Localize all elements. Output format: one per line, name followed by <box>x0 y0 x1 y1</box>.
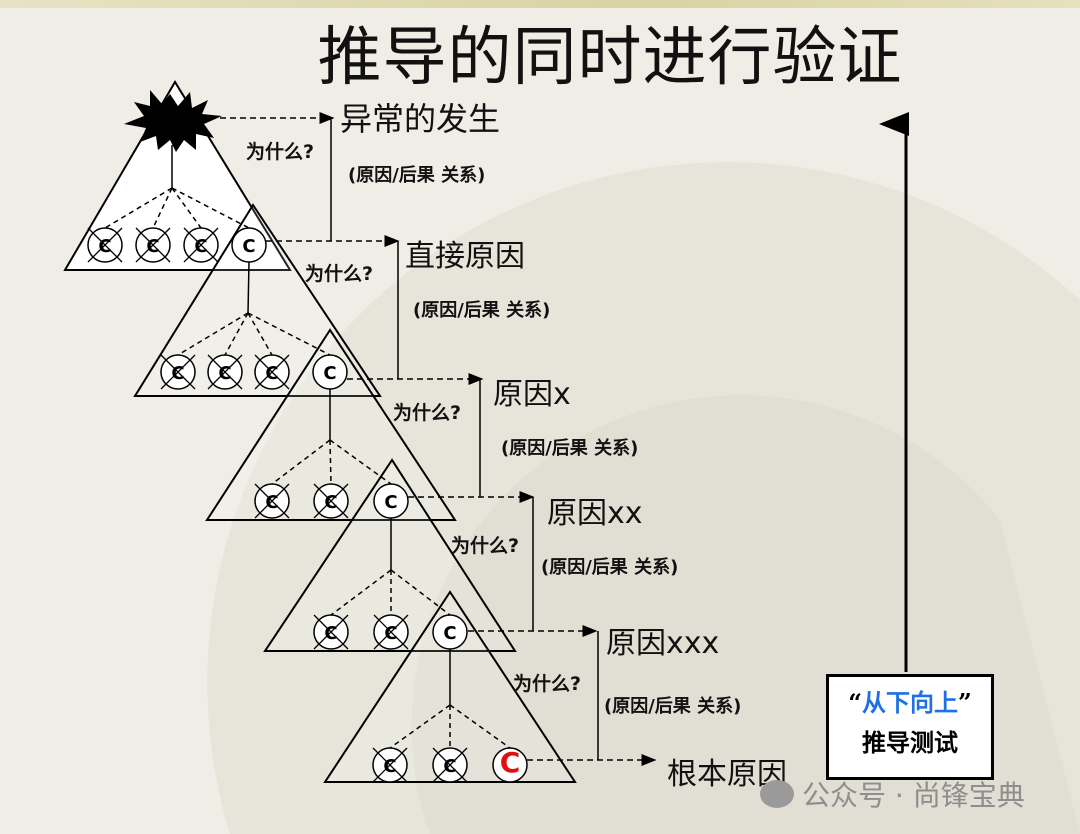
tree-triangle <box>263 458 517 652</box>
level-label: 原因xx <box>547 496 643 531</box>
page-title: 推导的同时进行验证 <box>317 21 903 95</box>
relation-label: (原因/后果 关系) <box>348 164 485 186</box>
node-letter: C <box>98 236 111 257</box>
why-label: 为什么? <box>513 672 581 695</box>
relation-label: (原因/后果 关系) <box>413 299 550 321</box>
branch-line <box>389 704 451 749</box>
node-letter: C <box>384 623 397 644</box>
quote-close: ” <box>958 688 972 717</box>
why-label: 为什么? <box>393 401 461 424</box>
relation-label: (原因/后果 关系) <box>501 437 638 459</box>
quote-open: “ <box>848 688 862 717</box>
rejected-cause-node: C <box>372 747 408 783</box>
wechat-icon <box>760 780 794 808</box>
node-letter: C <box>265 363 278 384</box>
rejected-cause-node: C <box>135 227 171 263</box>
cause-node: C <box>373 483 409 519</box>
why-label: 为什么? <box>246 140 314 163</box>
cause-node: C <box>231 227 267 263</box>
node-letter: C <box>218 363 231 384</box>
rejected-cause-node: C <box>254 354 290 390</box>
cause-node: C <box>312 354 348 390</box>
tree-triangle <box>63 80 292 271</box>
tree-triangle <box>205 328 457 521</box>
rejected-cause-node: C <box>373 614 409 650</box>
branch-line <box>152 187 173 229</box>
relation-label: (原因/后果 关系) <box>541 556 678 578</box>
relation-label: (原因/后果 关系) <box>604 695 741 717</box>
rejected-cause-node: C <box>160 354 196 390</box>
rejected-cause-node: C <box>207 354 243 390</box>
rejected-cause-node: C <box>313 614 349 650</box>
watermark-text: 公众号 · 尚锋宝典 <box>802 779 1025 812</box>
anomaly-starburst-icon <box>124 90 222 152</box>
trunk-line <box>247 261 250 314</box>
top-band <box>0 0 1080 8</box>
box-subtitle: 推导测试 <box>862 728 958 757</box>
branch-line <box>329 439 392 485</box>
branch-line <box>390 569 451 616</box>
rejected-cause-node: C <box>183 227 219 263</box>
branch-line <box>224 312 249 356</box>
node-letter: C <box>443 623 456 644</box>
branch-line <box>247 312 331 356</box>
node-letter: C <box>171 363 184 384</box>
level-label: 异常的发生 <box>340 100 500 138</box>
branch-line <box>449 704 511 749</box>
bottom-up-test-box: “从下向上” 推导测试 <box>826 674 994 780</box>
rejected-cause-node: C <box>254 483 290 519</box>
rejected-cause-node: C <box>313 483 349 519</box>
branch-line <box>330 569 392 616</box>
branch-line <box>177 312 249 356</box>
node-letter: C <box>265 492 278 513</box>
root-cause-node: C <box>492 746 528 783</box>
branch-line <box>104 187 173 229</box>
highlight-text: 从下向上 <box>862 688 958 717</box>
node-letter: C <box>146 236 159 257</box>
level-label: 直接原因 <box>405 239 525 274</box>
cause-node: C <box>432 614 468 650</box>
node-letter: C <box>324 492 337 513</box>
node-letter: C <box>443 756 456 777</box>
branch-line <box>329 439 332 485</box>
level-label: 原因xxx <box>606 626 719 661</box>
node-letter: C <box>324 623 337 644</box>
why-label: 为什么? <box>451 534 519 557</box>
branch-line <box>271 439 331 485</box>
node-letter: C <box>194 236 207 257</box>
rejected-cause-node: C <box>432 747 468 783</box>
rejected-cause-node: C <box>87 227 123 263</box>
why-label: 为什么? <box>305 262 373 285</box>
node-letter: C <box>323 363 336 384</box>
node-letter: C <box>500 746 521 779</box>
branch-line <box>247 312 273 356</box>
node-letter: C <box>384 492 397 513</box>
node-letter: C <box>242 236 255 257</box>
watermark: 公众号 · 尚锋宝典 <box>760 774 1025 814</box>
level-label: 原因x <box>493 377 571 412</box>
branch-line <box>171 187 250 229</box>
node-letter: C <box>383 756 396 777</box>
